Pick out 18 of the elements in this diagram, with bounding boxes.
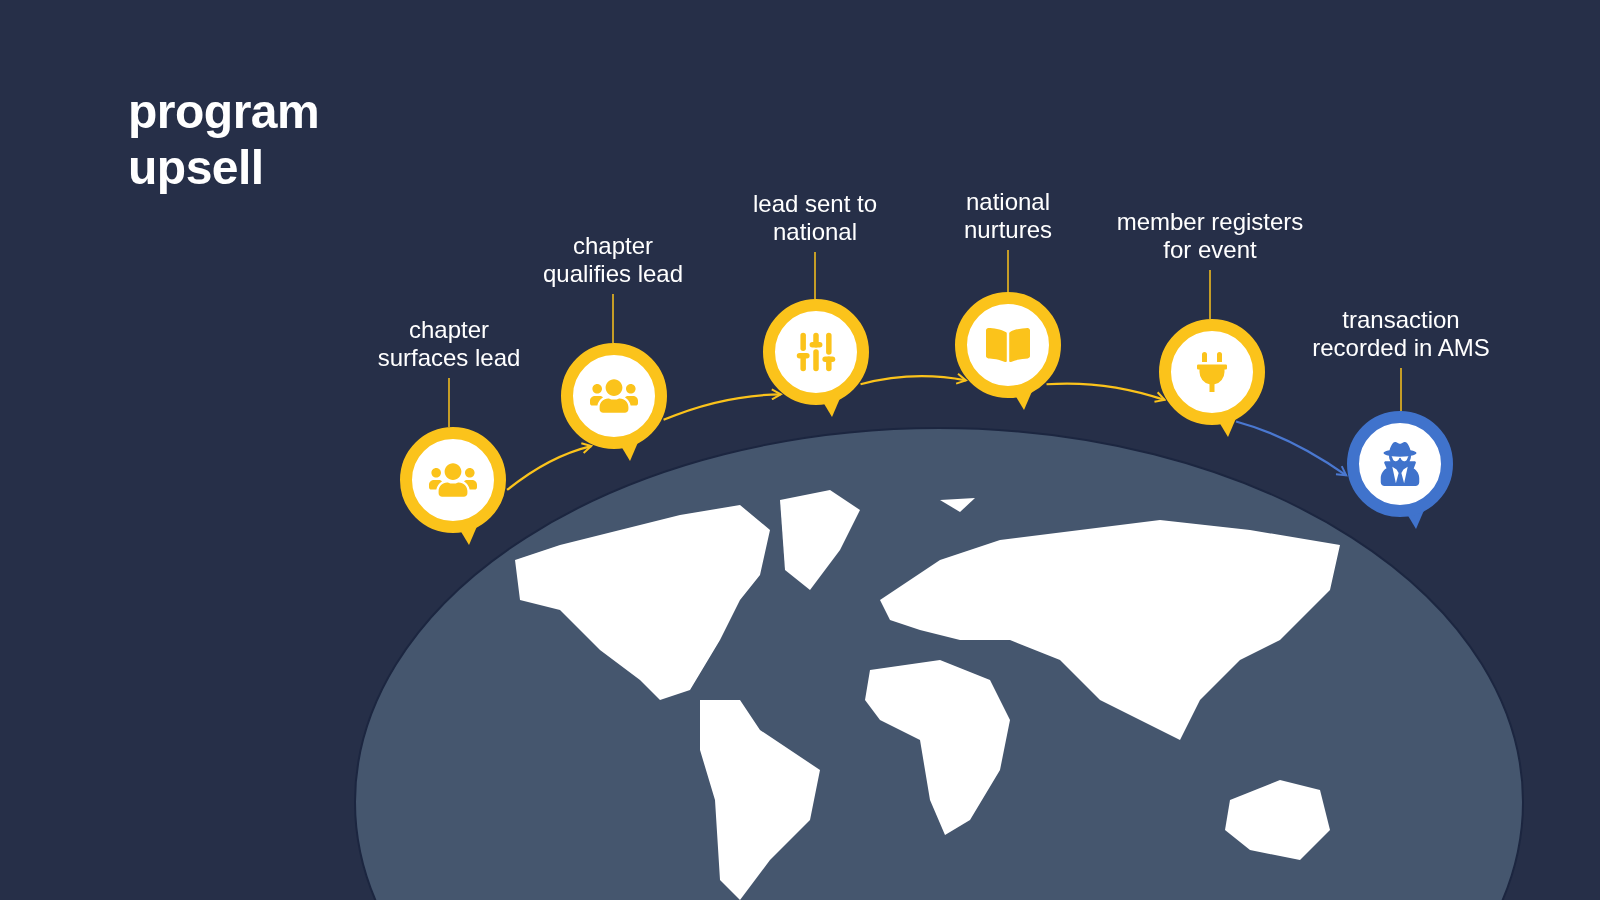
leader-line	[612, 293, 614, 344]
leader-line	[1209, 269, 1211, 320]
step-label: chapter qualifies lead	[528, 232, 698, 288]
arrow	[1046, 382, 1166, 403]
leader-line	[448, 377, 450, 428]
step-label: member registers for event	[1102, 208, 1318, 264]
title: program upsell	[128, 84, 321, 196]
leader-line	[1400, 367, 1402, 412]
arrow	[506, 442, 593, 491]
arrow	[860, 372, 967, 386]
step-label: chapter surfaces lead	[364, 316, 534, 372]
arrow	[663, 388, 782, 421]
arrow	[1235, 420, 1348, 477]
leader-line	[1007, 249, 1009, 293]
leader-line	[814, 251, 816, 300]
step-label: national nurtures	[943, 188, 1073, 244]
step-label: transaction recorded in AMS	[1301, 306, 1501, 362]
step-label: lead sent to national	[745, 190, 885, 246]
